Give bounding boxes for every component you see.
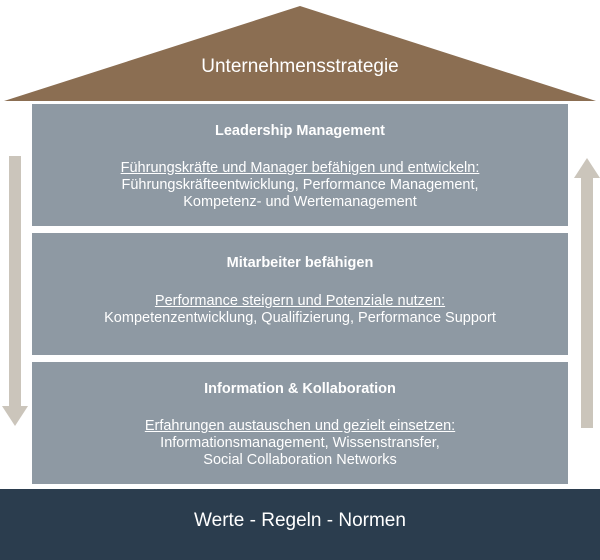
block-subtitle: Erfahrungen austauschen und gezielt eins… xyxy=(144,418,456,434)
block-title: Leadership Management xyxy=(214,123,385,139)
block-title: Mitarbeiter befähigen xyxy=(226,255,374,271)
roof xyxy=(4,6,596,101)
block-line: Social Collaboration Networks xyxy=(203,452,397,468)
block-title: Information & Kollaboration xyxy=(204,381,396,397)
block-line: Führungskräfteentwicklung, Performance M… xyxy=(121,177,479,193)
arrow-down-icon xyxy=(2,156,28,426)
block-subtitle: Führungskräfte und Manager befähigen und… xyxy=(120,160,480,176)
foundation: Werte - Regeln - Normen xyxy=(0,489,600,560)
roof-shape xyxy=(4,6,596,101)
block-leadership-management: Leadership Management Führungskräfte und… xyxy=(32,104,568,226)
block-subtitle: Performance steigern und Potenziale nutz… xyxy=(154,293,446,309)
block-information-kollaboration: Information & Kollaboration Erfahrungen … xyxy=(32,362,568,484)
roof-label: Unternehmensstrategie xyxy=(201,56,399,77)
block-mitarbeiter-befaehigen: Mitarbeiter befähigen Performance steige… xyxy=(32,233,568,355)
block-line: Kompetenzentwicklung, Qualifizierung, Pe… xyxy=(104,310,496,326)
block-line: Kompetenz- und Wertemanagement xyxy=(183,194,417,210)
arrow-up-icon xyxy=(574,158,600,428)
block-line: Informationsmanagement, Wissenstransfer, xyxy=(160,435,440,451)
